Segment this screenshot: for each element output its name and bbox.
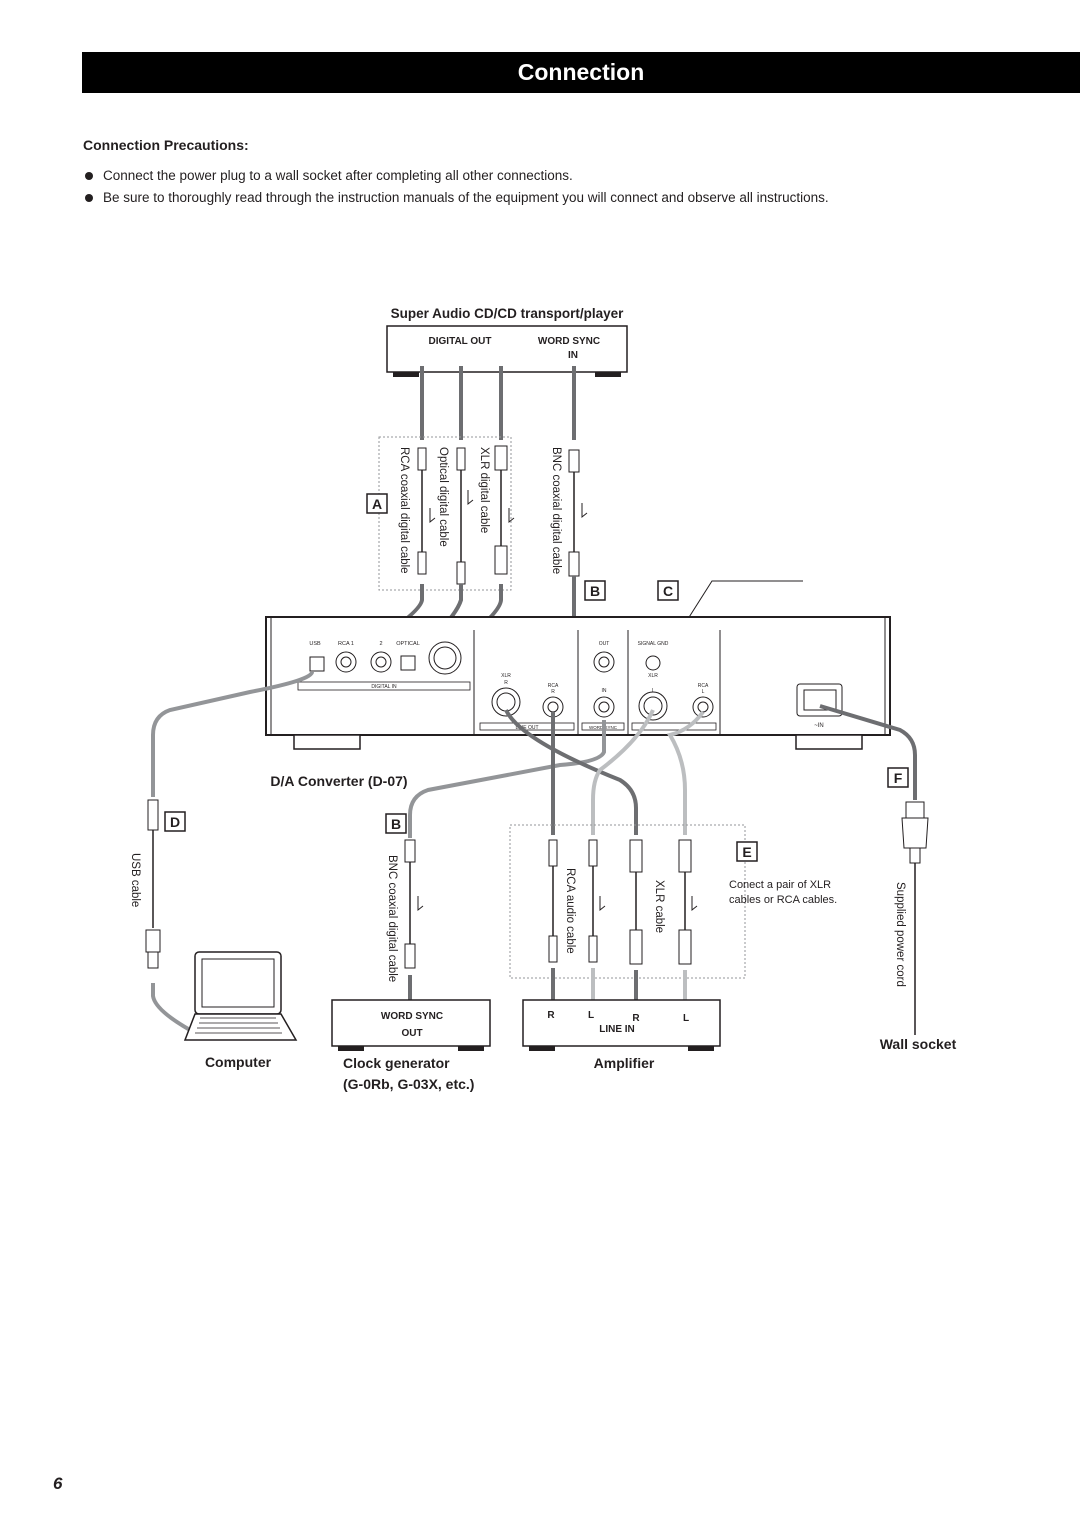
converter-label: D/A Converter (D-07)	[270, 773, 407, 789]
svg-text:R: R	[547, 1010, 555, 1021]
transport-word-sync: WORD SYNC	[538, 336, 600, 347]
usb-label: USB cable	[129, 853, 141, 907]
svg-text:L: L	[683, 1013, 689, 1024]
bnc-coaxial-label-top: BNC coaxial digital cable	[550, 447, 562, 574]
svg-text:LINE IN: LINE IN	[599, 1024, 635, 1035]
svg-text:2: 2	[379, 641, 382, 647]
note-line-1: Conect a pair of XLR	[729, 879, 831, 891]
svg-text:E: E	[742, 844, 751, 860]
usb-cable-line	[151, 671, 314, 797]
bnc-cable-clock-line	[408, 720, 606, 838]
rca-coaxial-cable	[417, 447, 427, 575]
wall-socket-label: Wall socket	[880, 1036, 957, 1052]
xlr-label: XLR cable	[653, 880, 665, 933]
svg-text:IN: IN	[602, 688, 607, 694]
svg-text:LINE OUT: LINE OUT	[515, 725, 538, 731]
page-title: Connection	[517, 59, 645, 85]
usb-cable-to-computer	[151, 983, 191, 1032]
svg-text:A: A	[372, 496, 382, 512]
callout-b-bottom: B	[385, 813, 407, 834]
svg-text:XLR: XLR	[648, 673, 658, 679]
callout-f: F	[887, 767, 909, 788]
amplifier-label: Amplifier	[594, 1055, 655, 1071]
xlr-digital-label: XLR digital cable	[478, 447, 490, 533]
svg-text:C: C	[663, 583, 673, 599]
bnc-coaxial-cable-top	[568, 449, 580, 577]
clock-models-label: (G-0Rb, G-03X, etc.)	[343, 1076, 474, 1092]
power-cord-label: Supplied power cord	[894, 882, 906, 987]
callout-b-top: B	[584, 580, 606, 601]
precautions-list: Connect the power plug to a wall socket …	[83, 166, 1043, 210]
transport-word-sync-in: IN	[568, 350, 578, 361]
title-bar: Connection	[82, 52, 1080, 93]
xlr-cable	[629, 839, 692, 965]
callout-a: A	[366, 493, 388, 514]
arrow-bnc-bottom	[417, 896, 424, 912]
xlr-digital-cable	[494, 445, 508, 575]
callout-d: D	[164, 811, 186, 832]
svg-text:DIGITAL IN: DIGITAL IN	[371, 684, 397, 690]
svg-text:RCA 1: RCA 1	[338, 641, 354, 647]
page-number: 6	[53, 1474, 63, 1493]
svg-text:B: B	[391, 816, 401, 832]
note-line-2: cables or RCA cables.	[729, 894, 837, 906]
svg-text:L: L	[588, 1010, 594, 1021]
svg-text:L: L	[652, 688, 655, 694]
converter-unit: USB RCA 1 2 OPTICAL DIGITAL IN XLR R RCA…	[265, 616, 891, 750]
svg-text:XLR: XLR	[501, 673, 511, 679]
svg-text:OPTICAL: OPTICAL	[396, 641, 420, 647]
direction-arrows-top	[429, 490, 588, 524]
precaution-item: Be sure to thoroughly read through the i…	[83, 188, 1043, 210]
svg-text:~IN: ~IN	[814, 723, 824, 729]
clock-label: Clock generator	[343, 1055, 450, 1071]
power-plug	[901, 801, 929, 1035]
audio-output-cables	[504, 709, 705, 835]
svg-text:B: B	[590, 583, 600, 599]
amp-input-cables	[551, 968, 687, 1000]
optical-cable	[456, 447, 466, 585]
rca-coaxial-label: RCA coaxial digital cable	[398, 447, 410, 574]
svg-text:OUT: OUT	[401, 1028, 422, 1039]
power-cord-line	[819, 704, 917, 800]
svg-text:WORD SYNC: WORD SYNC	[381, 1011, 443, 1022]
computer-label: Computer	[205, 1054, 272, 1070]
rca-audio-label: RCA audio cable	[564, 868, 576, 954]
transport-unit: DIGITAL OUT WORD SYNC IN	[386, 325, 628, 377]
transport-label: Super Audio CD/CD transport/player	[391, 306, 625, 321]
usb-cable	[145, 799, 161, 969]
svg-text:OUT: OUT	[599, 641, 610, 647]
direction-arrows-bottom	[599, 896, 698, 912]
callout-e: E	[736, 841, 758, 862]
bnc-coaxial-cable-bottom	[404, 839, 416, 969]
callout-c: C	[657, 580, 679, 601]
svg-text:RCA: RCA	[698, 683, 709, 689]
computer	[183, 951, 298, 1041]
svg-text:R: R	[551, 689, 555, 695]
transport-digital-out: DIGITAL OUT	[429, 336, 492, 347]
precautions-heading: Connection Precautions:	[83, 137, 249, 153]
svg-text:R: R	[632, 1013, 640, 1024]
rca-audio-cable	[548, 839, 598, 963]
svg-text:F: F	[894, 770, 903, 786]
svg-text:RCA: RCA	[548, 683, 559, 689]
svg-text:D: D	[170, 814, 180, 830]
svg-text:SIGNAL GND: SIGNAL GND	[638, 641, 669, 647]
svg-text:USB: USB	[309, 641, 321, 647]
svg-text:L: L	[702, 689, 705, 695]
precaution-item: Connect the power plug to a wall socket …	[83, 166, 1043, 188]
transport-cables	[420, 366, 576, 440]
cable-group-e-box	[509, 824, 746, 979]
optical-label: Optical digital cable	[437, 447, 449, 547]
clock-generator: WORD SYNC OUT	[331, 999, 491, 1051]
amplifier: R L R L LINE IN	[522, 999, 721, 1051]
bnc-coaxial-label-bottom: BNC coaxial digital cable	[386, 855, 398, 982]
svg-text:R: R	[504, 680, 508, 686]
